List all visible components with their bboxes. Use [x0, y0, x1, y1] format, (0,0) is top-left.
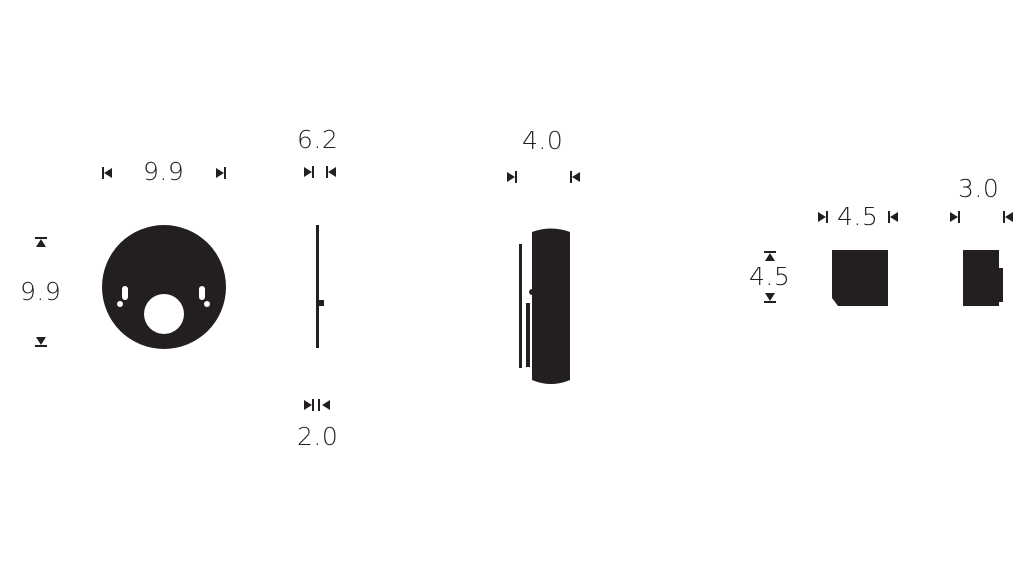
plate-side-width-label: 6.2 [297, 125, 339, 154]
plate-side-view [316, 225, 324, 348]
knob-width-markers [507, 171, 580, 183]
square-side-width-label: 3.0 [958, 174, 1000, 203]
square-side-width-markers [950, 211, 1013, 223]
plate-side-depth-label: 2.0 [297, 422, 339, 451]
knob-side-width-label: 4.0 [522, 126, 564, 155]
square-front-width-label: 4.5 [837, 202, 879, 231]
side-depth-markers [304, 399, 330, 411]
round-plate-height-label: 9.9 [20, 277, 62, 306]
round-plate-width-label: 9.9 [143, 157, 185, 186]
square-block-front [832, 250, 888, 306]
square-front-height-label: 4.5 [749, 262, 791, 291]
square-block-side [963, 250, 1003, 306]
side-width-markers [304, 166, 336, 178]
round-plate-front [102, 225, 226, 349]
knob-side-view [519, 228, 570, 384]
